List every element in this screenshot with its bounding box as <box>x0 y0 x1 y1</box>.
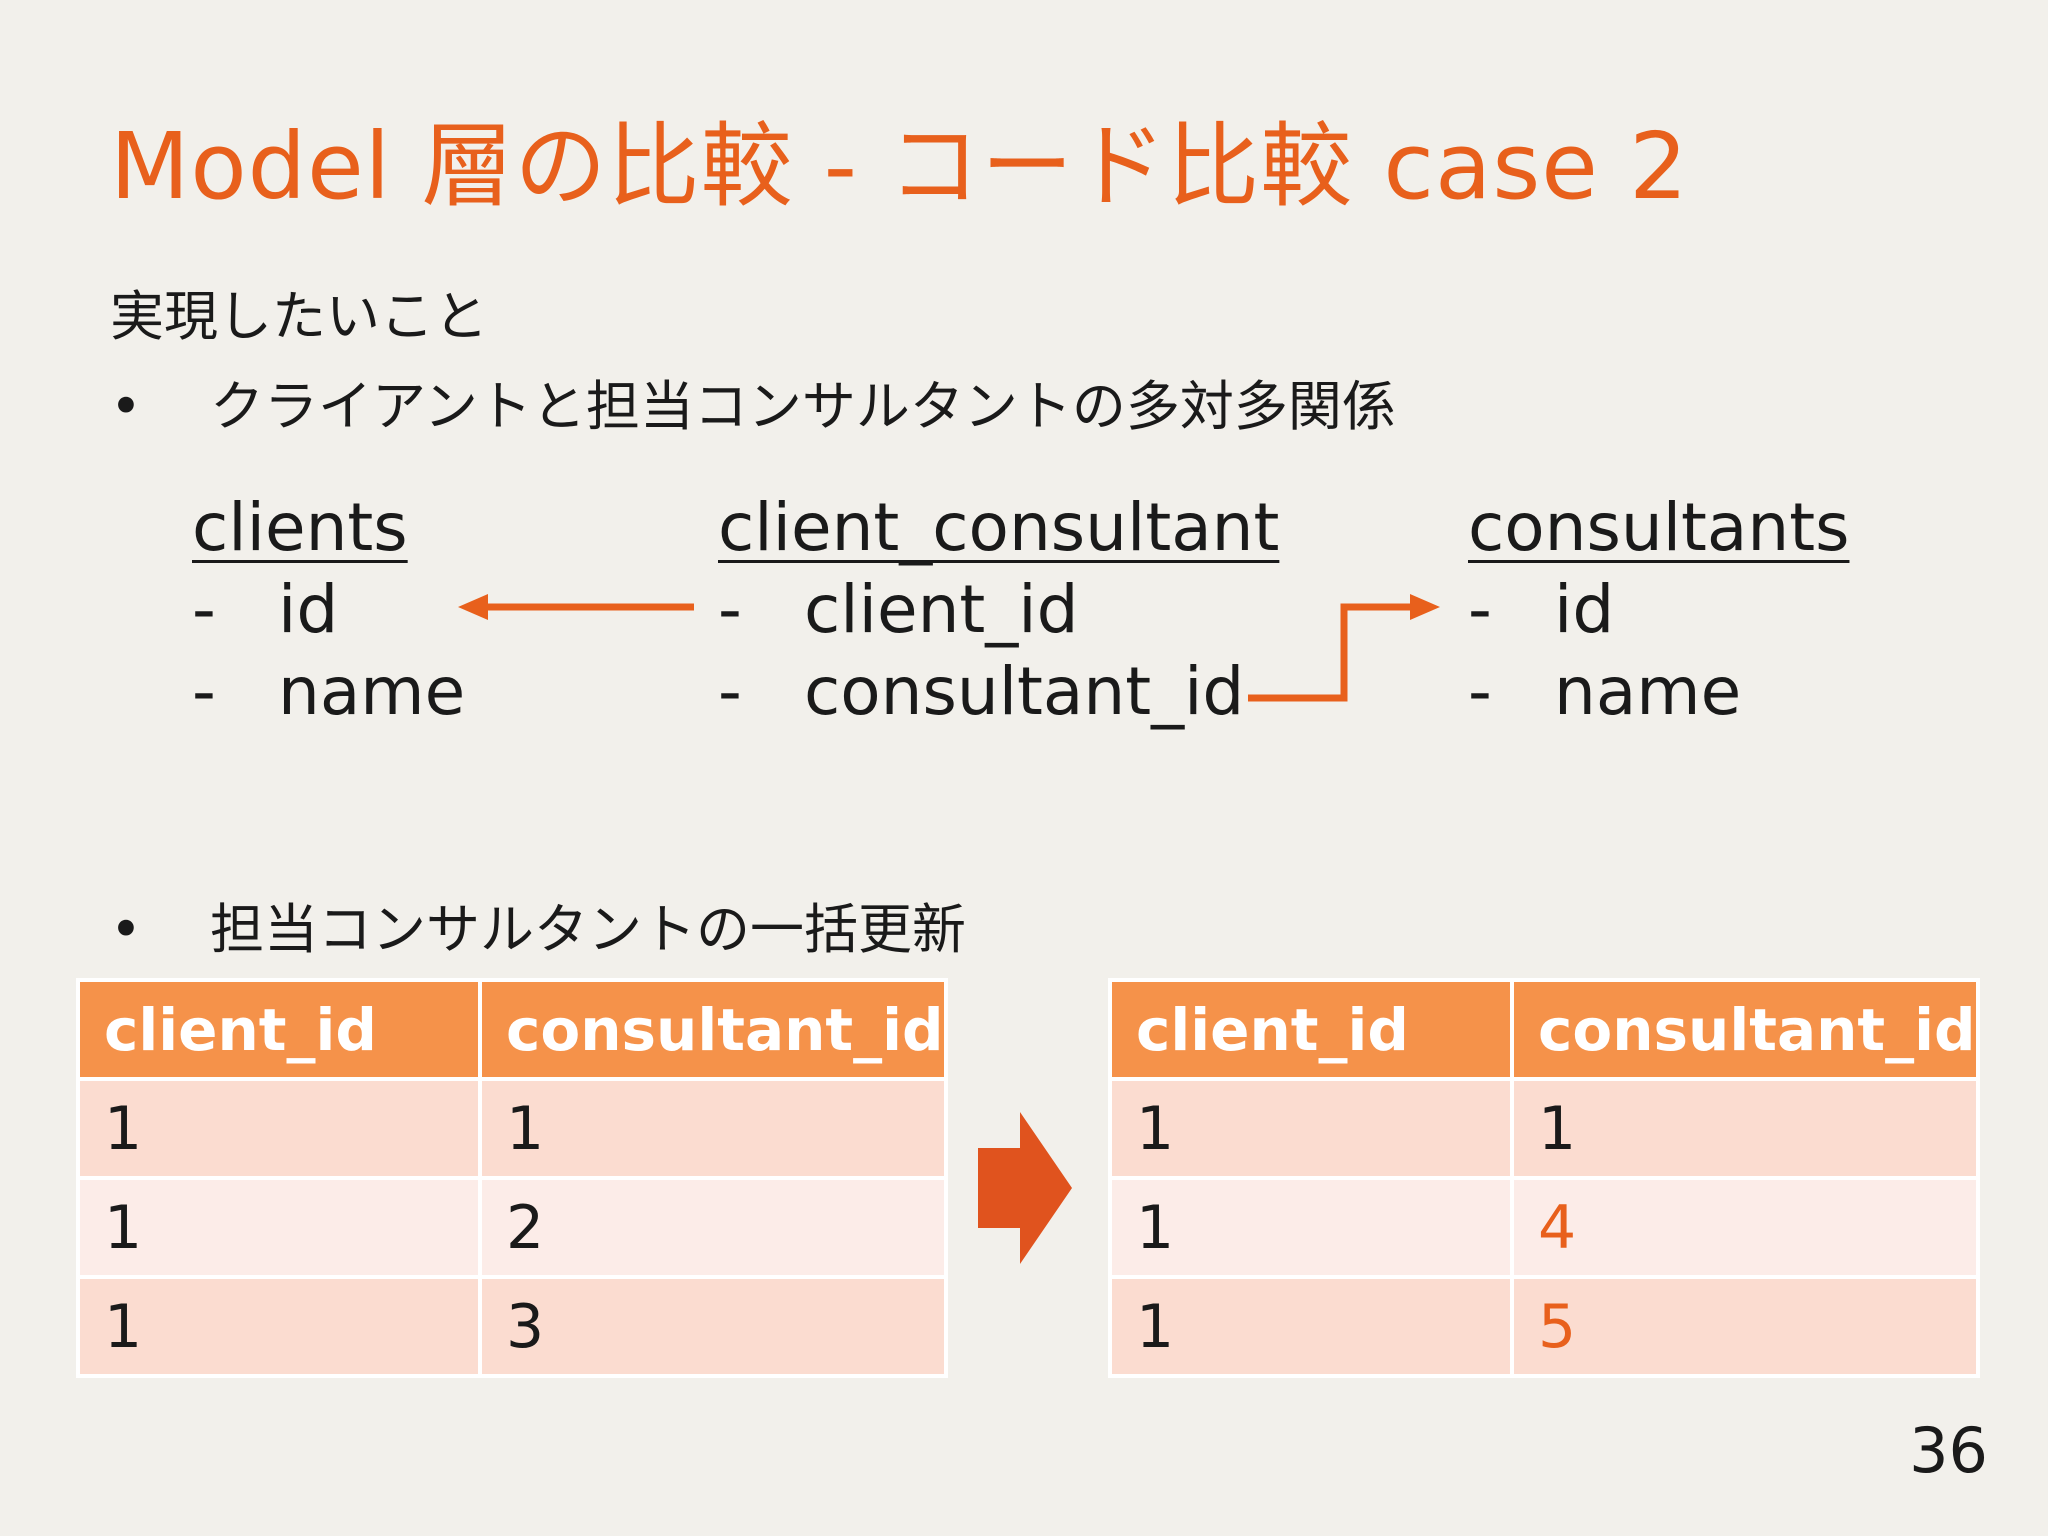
table-header-row: client_id consultant_id <box>1108 978 1980 1081</box>
table-cell: 1 <box>1108 1275 1514 1378</box>
table-cell: 1 <box>478 1077 948 1180</box>
column-header: consultant_id <box>478 978 948 1081</box>
column-header: client_id <box>1108 978 1514 1081</box>
bullet-many-to-many: • クライアントと担当コンサルタントの多対多関係 <box>110 362 1396 441</box>
entity-field: - name <box>1468 653 1742 730</box>
entity-field: - id <box>192 571 339 648</box>
entity-field: - id <box>1468 571 1615 648</box>
table-cell: 1 <box>1510 1077 1980 1180</box>
entity-name: clients <box>192 489 408 566</box>
entity-field: - name <box>192 653 466 730</box>
entity-consultants: consultants - id - name <box>1468 487 1849 733</box>
entity-name: client_consultant <box>718 489 1280 566</box>
table-before: client_id consultant_id 1 1 1 2 1 3 <box>76 978 948 1378</box>
table-cell: 1 <box>76 1077 482 1180</box>
column-header: client_id <box>76 978 482 1081</box>
table-cell: 1 <box>1108 1077 1514 1180</box>
subheading: 実現したいこと <box>110 285 488 348</box>
entity-field: - client_id <box>718 571 1079 648</box>
bullet-dot: • <box>110 898 142 961</box>
table-cell: 2 <box>478 1176 948 1279</box>
table-row: 1 5 <box>1108 1275 1980 1378</box>
table-cell: 3 <box>478 1275 948 1378</box>
table-row: 1 4 <box>1108 1176 1980 1279</box>
right-arrow-icon <box>978 1112 1072 1264</box>
entity-client-consultant: client_consultant - client_id - consulta… <box>718 487 1279 733</box>
table-cell-changed: 4 <box>1510 1176 1980 1279</box>
table-cell: 1 <box>76 1275 482 1378</box>
arrow-left-icon <box>458 594 694 620</box>
table-after: client_id consultant_id 1 1 1 4 1 5 <box>1108 978 1980 1378</box>
table-row: 1 1 <box>1108 1077 1980 1180</box>
entity-field: - consultant_id <box>718 653 1245 730</box>
column-header: consultant_id <box>1510 978 1980 1081</box>
table-cell: 1 <box>1108 1176 1514 1279</box>
table-cell-changed: 5 <box>1510 1275 1980 1378</box>
elbow-arrow-icon <box>1248 594 1440 702</box>
bullet-bulk-update: • 担当コンサルタントの一括更新 <box>110 885 966 964</box>
table-row: 1 3 <box>76 1275 948 1378</box>
bullet-text: クライアントと担当コンサルタントの多対多関係 <box>210 375 1396 438</box>
table-header-row: client_id consultant_id <box>76 978 948 1081</box>
table-cell: 1 <box>76 1176 482 1279</box>
slide-title: Model 層の比較 - コード比較 case 2 <box>110 113 1689 220</box>
bullet-text: 担当コンサルタントの一括更新 <box>210 898 966 961</box>
entity-name: consultants <box>1468 489 1850 566</box>
table-row: 1 1 <box>76 1077 948 1180</box>
bullet-dot: • <box>110 375 142 438</box>
page-number: 36 <box>1909 1414 1988 1487</box>
entity-clients: clients - id - name <box>192 487 465 733</box>
table-row: 1 2 <box>76 1176 948 1279</box>
